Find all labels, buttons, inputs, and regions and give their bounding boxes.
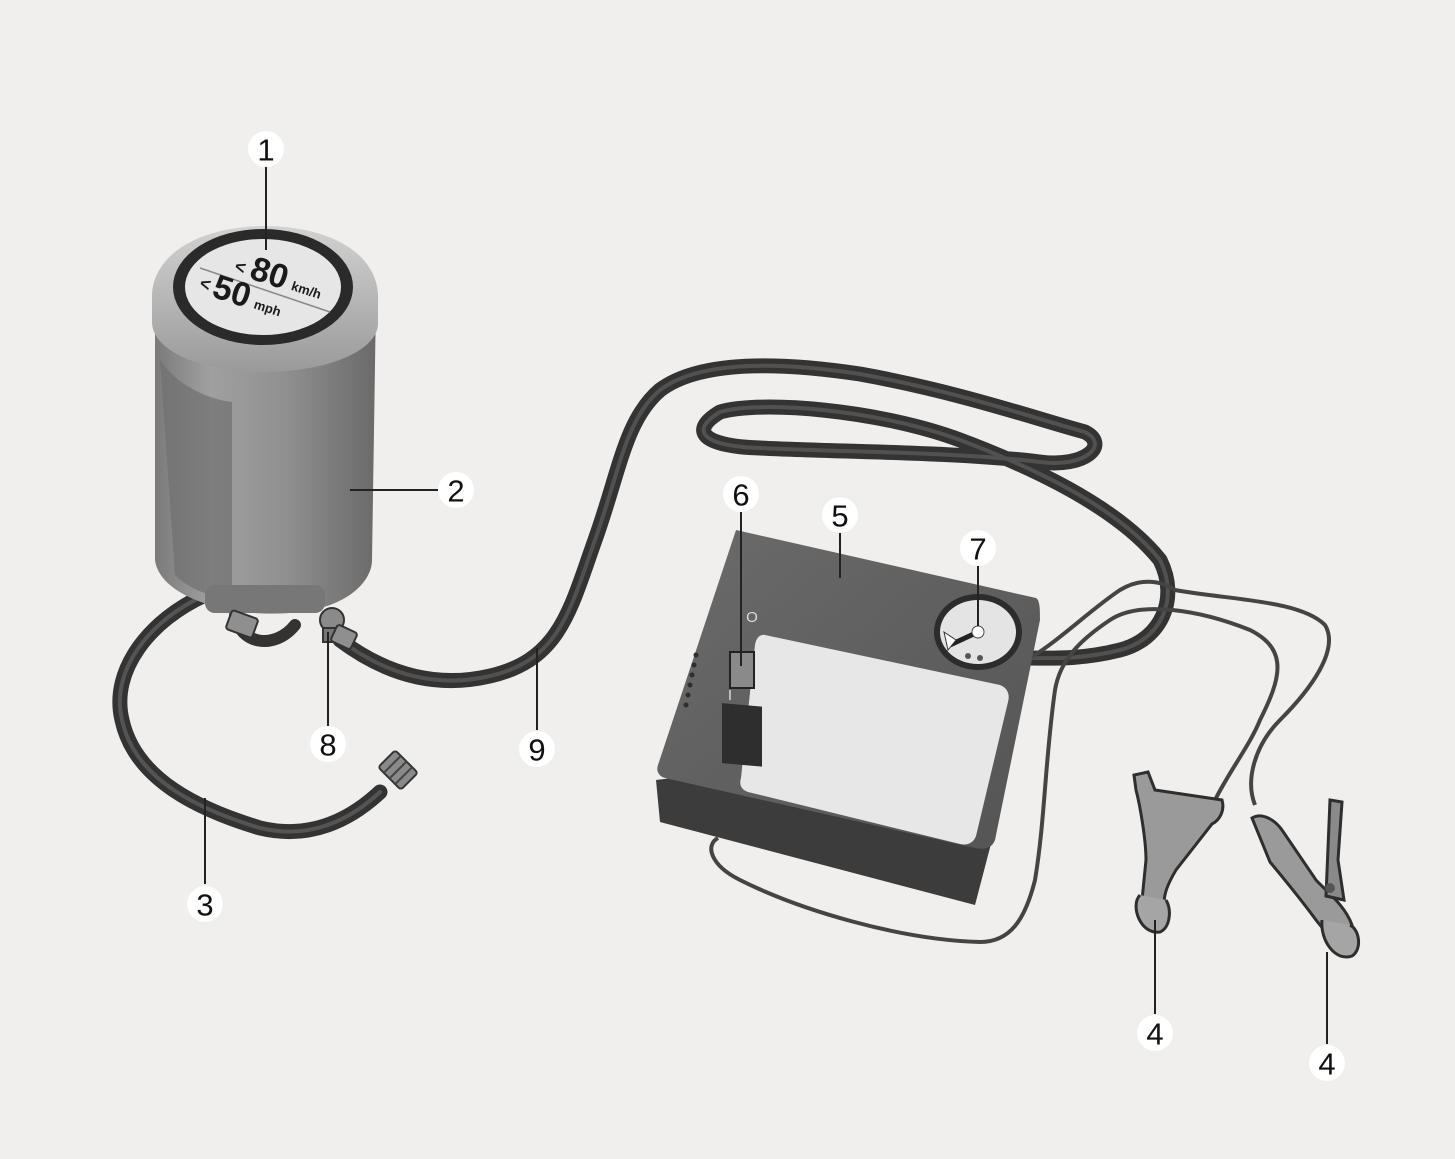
callout-label: 1: [257, 133, 274, 168]
sealant-bottle-cap: < 80 km/h < 50 mph: [151, 226, 379, 372]
on-off-switch[interactable]: O I: [722, 609, 762, 767]
callout-label: 8: [319, 728, 336, 763]
valve-fitting: [378, 750, 418, 790]
circle-callout-icon: [438, 472, 474, 508]
callout-4-right: 4: [1309, 1045, 1345, 1082]
battery-clamp-positive: [1132, 770, 1225, 934]
circle-callout-icon: [1309, 1045, 1345, 1081]
switch-off-symbol: O: [746, 609, 758, 626]
callout-3: 3: [187, 886, 223, 923]
hose-connector: [319, 607, 358, 650]
switch-on-symbol: I: [728, 687, 732, 704]
callout-label: 4: [1318, 1047, 1335, 1082]
callout-9: 9: [519, 731, 555, 768]
leader-lines: [204, 166, 1328, 1044]
callout-label: 2: [447, 474, 464, 509]
circle-callout-icon: [723, 476, 759, 512]
callout-label: 5: [831, 499, 848, 534]
circle-callout-icon: [822, 497, 858, 533]
callout-label: 6: [732, 478, 749, 513]
callout-label: 7: [969, 532, 986, 567]
callout-4-left: 4: [1137, 1015, 1173, 1052]
battery-clamp-negative: [1250, 798, 1360, 959]
circle-callout-icon: [1137, 1015, 1173, 1051]
callout-8: 8: [310, 726, 346, 763]
pressure-gauge: [934, 594, 1022, 670]
filling-hose: [112, 587, 418, 839]
sealant-bottle: < 80 km/h < 50 mph: [151, 226, 379, 650]
vent-slots: [683, 652, 699, 708]
callout-label: 3: [196, 888, 213, 923]
air-hose: [332, 358, 1176, 689]
circle-callout-icon: [960, 530, 996, 566]
callout-7: 7: [960, 530, 996, 567]
callout-6: 6: [723, 476, 759, 513]
circle-callout-icon: [187, 886, 223, 922]
callout-2: 2: [438, 472, 474, 509]
crocodile-clamp-icon: [1132, 770, 1225, 908]
power-cables: [709, 579, 1331, 945]
instruction-label-panel: [740, 634, 1009, 845]
callout-5: 5: [822, 497, 858, 534]
callout-1: 1: [248, 131, 284, 168]
callout-label: 4: [1146, 1017, 1163, 1052]
callout-label: 9: [528, 733, 545, 768]
compressor: O I: [656, 530, 1040, 905]
circle-callout-icon: [248, 131, 284, 167]
circle-callout-icon: [519, 731, 555, 767]
circle-callout-icon: [310, 726, 346, 762]
